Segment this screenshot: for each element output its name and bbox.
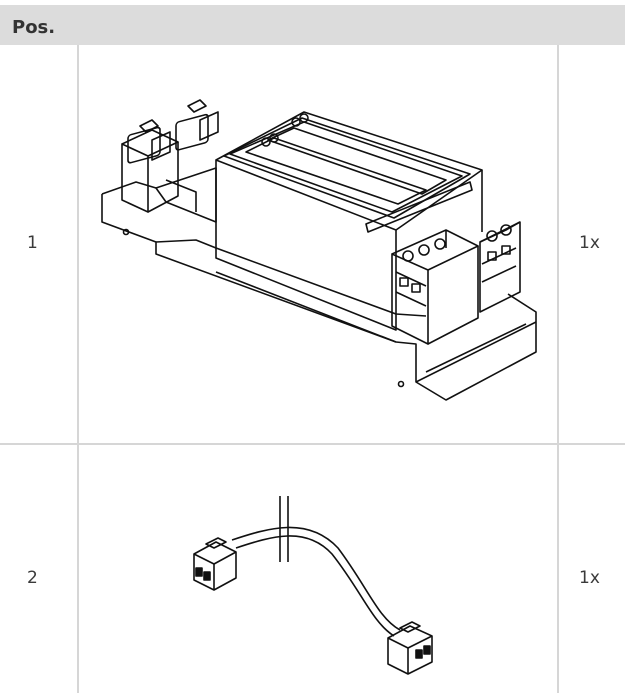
table-header: Pos. xyxy=(0,5,625,45)
row-1-quantity: 1x xyxy=(579,233,600,253)
column-divider-left xyxy=(77,45,79,693)
column-divider-right xyxy=(557,45,559,693)
rj-patch-cable-icon xyxy=(188,488,448,678)
row-divider xyxy=(0,443,625,445)
row-1-position: 1 xyxy=(27,233,38,253)
header-pos-label: Pos. xyxy=(12,17,56,38)
din-rail-module-icon xyxy=(96,82,546,417)
row-2-quantity: 1x xyxy=(579,568,600,588)
row-2-position: 2 xyxy=(27,568,38,588)
